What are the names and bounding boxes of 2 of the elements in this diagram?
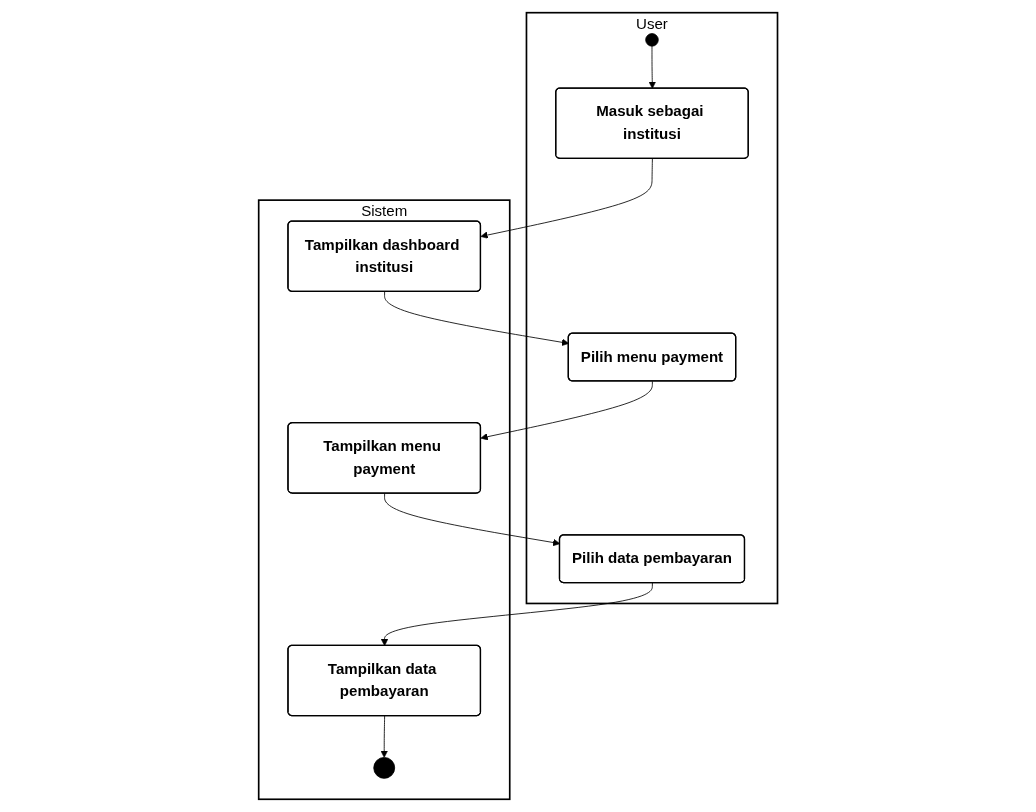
node-circle: [645, 33, 659, 47]
node-bullseye: [373, 757, 395, 779]
